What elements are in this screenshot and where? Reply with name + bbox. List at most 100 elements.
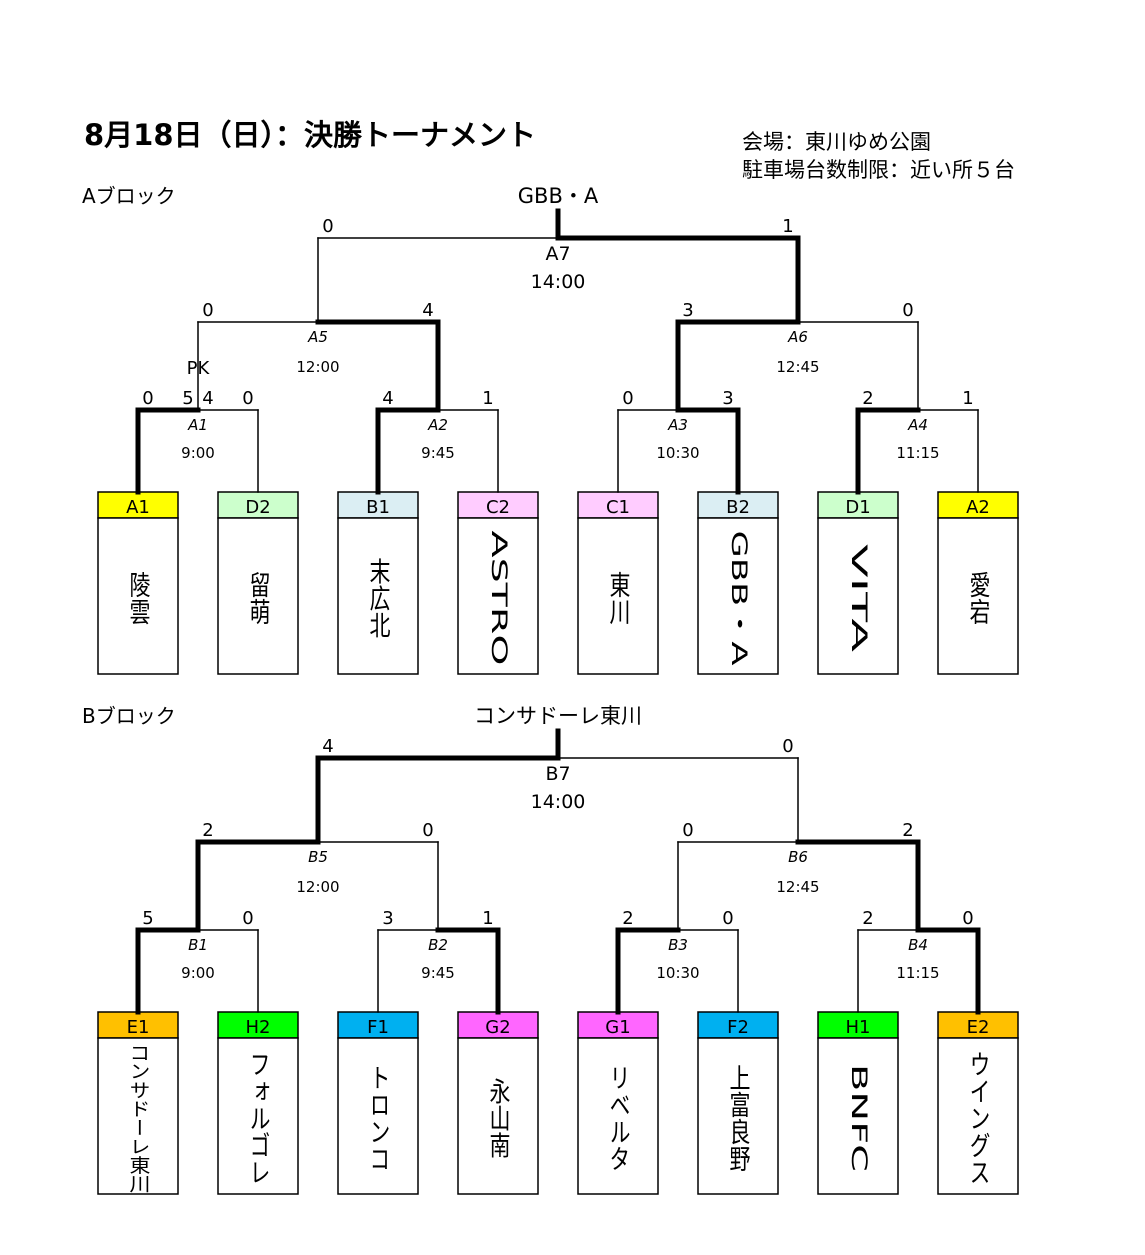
match-id: A6 (787, 328, 808, 346)
team-name: フォルゴレ (247, 1051, 271, 1186)
team-name-cell (697, 1037, 779, 1195)
score-right: 1 (482, 388, 493, 409)
team-name-cell (217, 1037, 299, 1195)
team-name-cell (97, 1037, 179, 1195)
score-right: 1 (782, 216, 793, 237)
match-id: B4 (908, 936, 928, 954)
score-left: 2 (862, 908, 873, 929)
score-left: 5 (142, 908, 153, 929)
team-name: 永山南 (487, 1078, 511, 1160)
match-id: B3 (668, 936, 688, 954)
score-right: 2 (902, 820, 913, 841)
score-left: 0 (622, 388, 633, 409)
team-name-cell (817, 1037, 899, 1195)
team-name: リベルタ (607, 1064, 631, 1172)
match-time: 9:00 (181, 964, 215, 982)
score-left: 4 (382, 388, 393, 409)
score-right: 0 (902, 300, 913, 321)
score-right: 4 (422, 300, 433, 321)
score-right: 0 (422, 820, 433, 841)
match-time: 12:45 (776, 878, 819, 896)
team-name-cell (337, 1037, 419, 1195)
team-seed-label: A2 (966, 497, 990, 518)
match-id: B1 (188, 936, 208, 954)
champion-name: コンサドーレ東川 (474, 704, 642, 728)
team-name: トロンコ (367, 1064, 391, 1172)
team-name-cell (937, 1037, 1019, 1195)
team-name-cell (697, 517, 779, 675)
score-left: 2 (862, 388, 873, 409)
team-name-cell (577, 517, 659, 675)
team-seed-label: E2 (967, 1017, 990, 1038)
parking-line: 駐車場台数制限：近い所５台 (742, 158, 1015, 182)
team-name-cell (577, 1037, 659, 1195)
score-right: 1 (962, 388, 973, 409)
score-left: 0 (322, 216, 333, 237)
team-name: VITA (847, 544, 871, 653)
team-name: 愛宕 (967, 571, 991, 626)
team-name-cell (217, 517, 299, 675)
score-left: 2 (622, 908, 633, 929)
score-right: 0 (962, 908, 973, 929)
team-name-cell (97, 517, 179, 675)
match-id: A1 (187, 416, 208, 434)
score-left: 0 (142, 388, 153, 409)
final-match-time: 14:00 (531, 271, 586, 293)
team-name: コンサドーレ東川 (127, 1043, 151, 1193)
team-seed-label: D2 (245, 497, 270, 518)
match-id: A5 (307, 328, 328, 346)
team-name: 東川 (607, 571, 631, 626)
team-name: GBB・A (727, 531, 751, 667)
team-name: 末広北 (367, 558, 391, 640)
score-right: 1 (482, 908, 493, 929)
team-seed-label: A1 (126, 497, 150, 518)
team-seed-cell (937, 1011, 1019, 1039)
team-seed-cell (97, 1011, 179, 1039)
team-name: BNFC (847, 1064, 871, 1172)
match-time: 10:30 (656, 444, 699, 462)
team-name: 陵雲 (127, 571, 151, 626)
team-seed-label: G1 (605, 1017, 630, 1038)
match-time: 11:15 (896, 964, 939, 982)
team-seed-label: F1 (367, 1017, 389, 1038)
team-name-cell (937, 517, 1019, 675)
final-match-id: A7 (545, 243, 570, 265)
team-seed-label: G2 (485, 1017, 510, 1038)
team-seed-cell (577, 491, 659, 519)
team-seed-label: C2 (486, 497, 510, 518)
team-seed-label: B1 (366, 497, 390, 518)
team-seed-label: H2 (246, 1017, 271, 1038)
score-right: 0 (722, 908, 733, 929)
score-left: 3 (382, 908, 393, 929)
pk-score-right: 4 (202, 388, 213, 409)
score-left: 4 (322, 736, 333, 757)
score-left: 2 (202, 820, 213, 841)
team-name-cell (457, 1037, 539, 1195)
match-time: 9:45 (421, 444, 455, 462)
team-seed-label: D1 (845, 497, 870, 518)
venue-info: 会場：東川ゆめ公園 駐車場台数制限：近い所５台 (742, 128, 1015, 184)
team-seed-cell (217, 1011, 299, 1039)
team-seed-label: B2 (726, 497, 750, 518)
match-id: B6 (788, 848, 808, 866)
match-time: 12:00 (296, 358, 339, 376)
score-left: 3 (682, 300, 693, 321)
match-time: 9:00 (181, 444, 215, 462)
team-name: ASTRO (487, 531, 511, 666)
final-match-id: B7 (545, 763, 570, 785)
match-id: A3 (667, 416, 688, 434)
match-id: A4 (907, 416, 928, 434)
team-name-cell (457, 517, 539, 675)
team-seed-label: E1 (127, 1017, 150, 1038)
team-name: 留萌 (247, 571, 271, 626)
score-left: 0 (202, 300, 213, 321)
pk-score-left: 5 (182, 388, 193, 409)
match-time: 9:45 (421, 964, 455, 982)
match-time: 12:00 (296, 878, 339, 896)
page-title: 8月18日（日）：決勝トーナメント (84, 118, 537, 152)
champion-name: GBB・A (518, 184, 599, 208)
match-time: 10:30 (656, 964, 699, 982)
score-right: 0 (242, 908, 253, 929)
team-name-cell (817, 517, 899, 675)
